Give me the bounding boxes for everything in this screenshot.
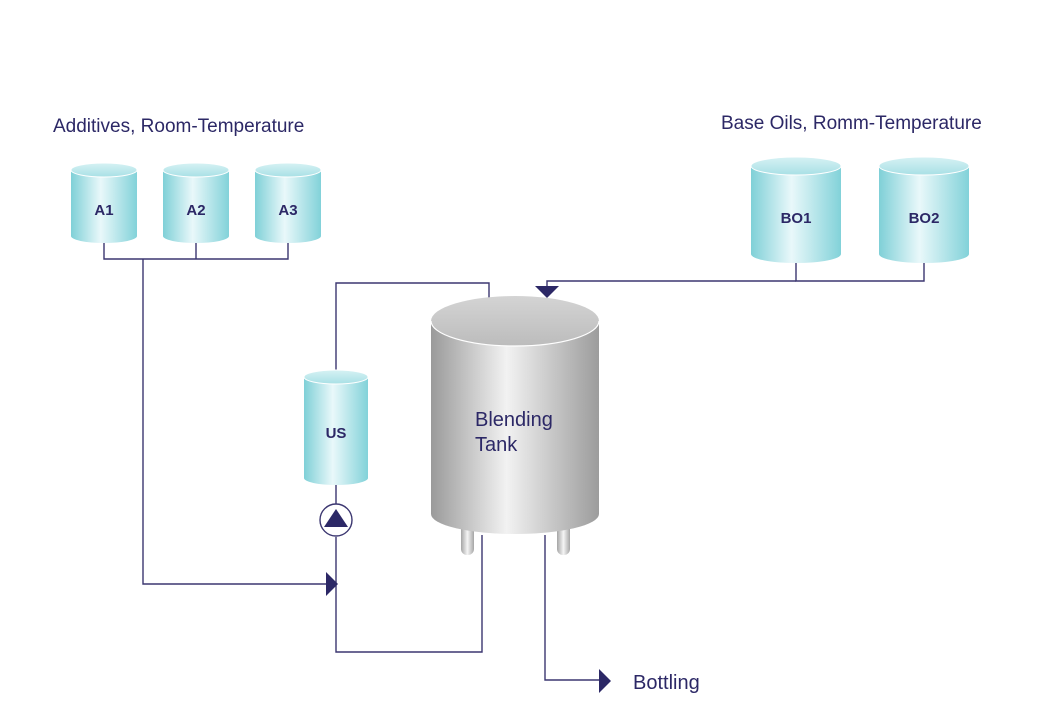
tank-label-bo1: BO1 <box>781 210 812 227</box>
additive-manifold-pipe <box>103 240 330 585</box>
tank-label-a3: A3 <box>278 202 297 219</box>
pump-icon <box>319 503 353 537</box>
bottling-label: Bottling <box>633 672 700 694</box>
additives-group-label: Additives, Room-Temperature <box>53 116 304 137</box>
tank-label-us: US <box>326 425 347 442</box>
tank-label-bo2: BO2 <box>909 210 940 227</box>
base-oil-tank-bo1: BO1 <box>750 156 842 263</box>
blending-tank: Blending Tank <box>430 296 600 555</box>
base-oil-manifold-pipe <box>546 260 925 290</box>
blending-tank-label-line2: Tank <box>475 434 518 456</box>
tank-label-a2: A2 <box>186 202 205 219</box>
base-oil-tank-bo2: BO2 <box>878 156 970 263</box>
additive-tank-a1: A1 <box>70 162 138 243</box>
blending-tank-label-line1: Blending <box>475 409 553 431</box>
additive-tank-a2: A2 <box>162 162 230 243</box>
base-oils-group-label: Base Oils, Romm-Temperature <box>721 113 982 134</box>
additive-tank-a3: A3 <box>254 162 322 243</box>
tank-label-a1: A1 <box>94 202 113 219</box>
base-oil-inlet-arrow <box>535 286 559 298</box>
additive-inlet-arrow <box>326 572 338 596</box>
bottling-outlet-pipe <box>544 535 600 681</box>
bottling-arrow <box>599 669 611 693</box>
us-tank: US <box>303 369 369 485</box>
